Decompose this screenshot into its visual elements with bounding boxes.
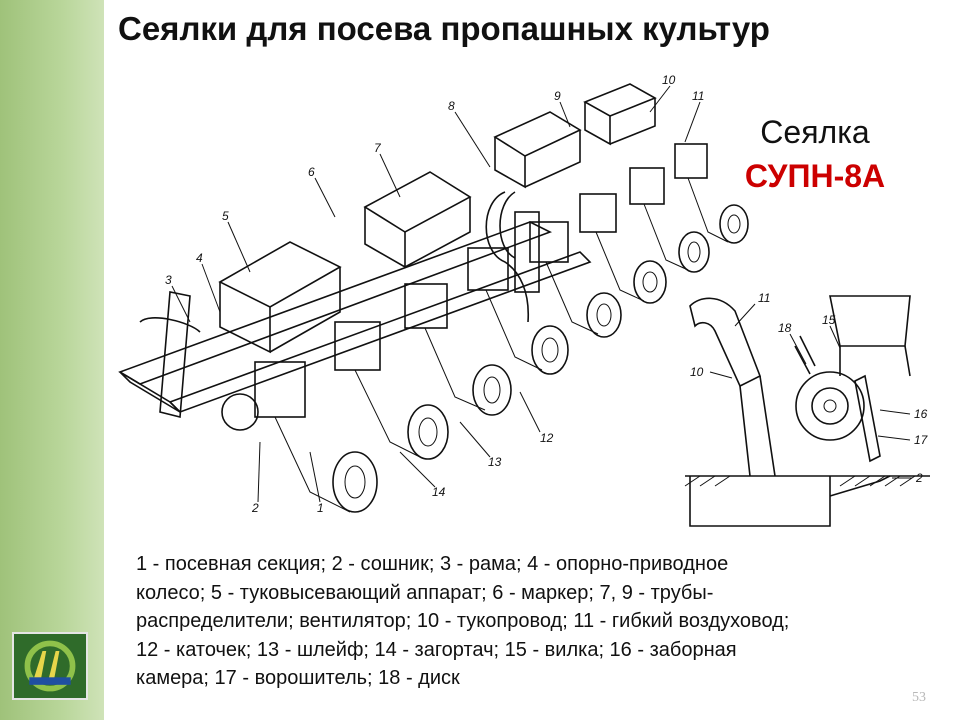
furrow-opener bbox=[689, 476, 831, 527]
frame-end bbox=[119, 371, 181, 413]
label-6: 6 bbox=[308, 165, 315, 179]
seed-section-1 bbox=[254, 361, 378, 513]
air-duct-inner bbox=[499, 191, 516, 259]
seed-section-6 bbox=[579, 193, 667, 304]
legend-caption: 1 - посевная секция; 2 - сошник; 3 - рам… bbox=[136, 550, 936, 693]
fertilizer-box-5 bbox=[218, 241, 342, 354]
intake-chamber bbox=[854, 374, 881, 463]
seed-disc-hub bbox=[811, 387, 849, 425]
fan-housing bbox=[514, 211, 540, 293]
seed-section-5 bbox=[529, 221, 622, 338]
fertilizer-box-9 bbox=[493, 111, 582, 189]
seed-meter-detail-drawing: 11 10 18 15 16 17 2 bbox=[684, 291, 930, 527]
label-12: 12 bbox=[540, 431, 554, 445]
label-8: 8 bbox=[448, 99, 455, 113]
label-11: 11 bbox=[692, 89, 704, 103]
label-4: 4 bbox=[196, 251, 203, 265]
label-3: 3 bbox=[165, 273, 172, 287]
air-duct bbox=[485, 191, 530, 323]
caption-line: распределители; вентилятор; 10 - тукопро… bbox=[136, 610, 790, 632]
seed-section-4 bbox=[467, 247, 569, 375]
caption-line: колесо; 5 - туковысевающий аппарат; 6 - … bbox=[136, 581, 714, 604]
support-post bbox=[159, 291, 191, 419]
label-13: 13 bbox=[488, 455, 502, 469]
university-logo-icon bbox=[12, 632, 88, 700]
slide-title: Сеялки для посева пропашных культур bbox=[118, 10, 770, 47]
caption-line: 12 - каточек; 13 - шлейф; 14 - загортач;… bbox=[136, 638, 737, 661]
label-2: 2 bbox=[251, 501, 259, 515]
caption-line: 1 - посевная секция; 2 - сошник; 3 - рам… bbox=[136, 553, 729, 575]
seed-hopper bbox=[829, 295, 911, 347]
seed-disc bbox=[795, 371, 865, 441]
opener-tip bbox=[829, 475, 891, 497]
side-decor-bar bbox=[0, 0, 104, 720]
seed-section-7 bbox=[629, 167, 710, 273]
seed-tube bbox=[739, 375, 776, 477]
seeder-label: Сеялка bbox=[760, 114, 870, 150]
label-7: 7 bbox=[374, 141, 382, 155]
detail-label-17: 17 bbox=[914, 433, 929, 447]
label-9: 9 bbox=[554, 89, 561, 103]
seed-section-2 bbox=[334, 321, 449, 460]
seeder-drawing: 1 2 3 4 5 6 7 8 9 10 11 12 13 14 bbox=[118, 73, 749, 515]
caption-line: камера; 17 - ворошитель; 18 - диск bbox=[136, 667, 460, 689]
detail-label-18: 18 bbox=[778, 321, 792, 335]
label-14: 14 bbox=[432, 485, 446, 499]
detail-label-10: 10 bbox=[690, 365, 704, 379]
marker-arm bbox=[139, 317, 201, 333]
seed-disc-axle bbox=[823, 399, 837, 413]
drive-wheel bbox=[221, 393, 259, 431]
page-number: 53 bbox=[912, 690, 926, 705]
hopper-neck bbox=[839, 345, 911, 377]
seeder-model: СУПН-8А bbox=[744, 158, 886, 194]
fertilizer-box-10 bbox=[583, 83, 657, 146]
detail-label-2: 2 bbox=[915, 471, 923, 485]
label-5: 5 bbox=[222, 209, 229, 223]
detail-label-11: 11 bbox=[758, 291, 770, 305]
detail-label-15: 15 bbox=[822, 313, 836, 327]
label-1: 1 bbox=[317, 501, 324, 515]
fertilizer-box-7 bbox=[363, 171, 472, 269]
label-10: 10 bbox=[662, 73, 676, 87]
fork bbox=[794, 335, 816, 375]
seed-section-8 bbox=[674, 143, 749, 244]
detail-label-16: 16 bbox=[914, 407, 928, 421]
seed-section-3 bbox=[404, 283, 512, 416]
